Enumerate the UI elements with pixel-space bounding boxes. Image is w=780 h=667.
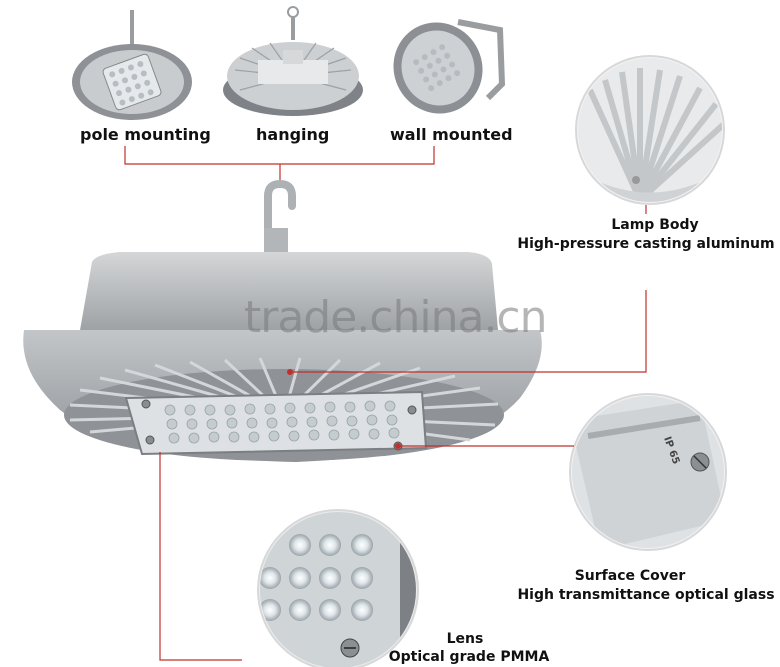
lamp-body-detail [575,55,725,205]
hanging-thumbnail [223,6,363,116]
pole-mounting-label: pole mounting [80,125,211,144]
pole-mounting-thumbnail [72,10,192,120]
watermark: trade.china.cn [244,292,548,343]
surface-cover-title: Surface Cover [574,568,686,584]
lamp-body-subtitle: High-pressure casting aluminum [517,236,775,252]
surface-cover-detail: IP 65 [569,393,727,551]
wall-mounted-label: wall mounted [390,125,513,144]
lens-detail [257,509,419,667]
wall-mounted-thumbnail [393,19,506,114]
surface-cover-subtitle: High transmittance optical glass [517,587,775,603]
lamp-body-title: Lamp Body [611,217,699,233]
mounting-bracket-lines [124,146,435,180]
leader-lines [159,205,647,661]
lens-title: Lens [446,631,484,647]
fixture-main [23,179,542,462]
led-array [164,400,400,444]
lens-subtitle: Optical grade PMMA [388,649,550,665]
hanging-label: hanging [256,125,330,144]
